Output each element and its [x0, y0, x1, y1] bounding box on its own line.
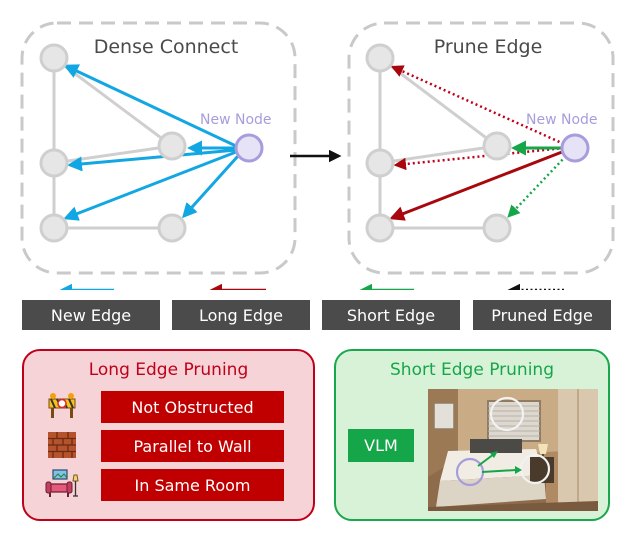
rule-parallel-to-wall: Parallel to Wall [101, 430, 284, 462]
legend-new-edge: New Edge [22, 300, 160, 330]
prune-nodes [365, 43, 512, 243]
legend-pruned-edge: Pruned Edge [473, 300, 611, 330]
graph-node [157, 131, 187, 161]
vlm-label: VLM [348, 429, 414, 462]
graph-node [39, 148, 69, 178]
new-node [560, 133, 590, 163]
dense-nodes [39, 43, 187, 243]
prune-edge-title: Prune Edge [433, 36, 543, 58]
rule-in-same-room: In Same Room [101, 469, 284, 501]
graph-node [482, 131, 512, 161]
dense-connect-frame [20, 21, 297, 275]
graph-node [482, 213, 512, 243]
living-room-icon [45, 469, 79, 497]
rule-not-obstructed: Not Obstructed [101, 391, 284, 423]
brick-wall-icon [48, 432, 76, 458]
graph-diagram [20, 21, 615, 290]
dense-existing-edges [52, 56, 173, 230]
short-edge-pruning-panel: Short Edge Pruning VLM [334, 349, 610, 521]
pruned-edges [390, 65, 567, 218]
new-edges [63, 64, 240, 221]
legend-long-edge: Long Edge [172, 300, 310, 330]
short-edge-pruning-title: Short Edge Pruning [390, 360, 554, 380]
legend-short-edge: Short Edge [322, 300, 460, 330]
graph-node [39, 213, 69, 243]
construction-barrier-icon [48, 393, 76, 418]
long-edge-pruning-title: Long Edge Pruning [88, 360, 249, 380]
graph-node [365, 43, 395, 73]
graph-node [365, 213, 395, 243]
bedroom-photo [428, 389, 598, 511]
graph-node [39, 43, 69, 73]
graph-node [365, 148, 395, 178]
new-node-label: New Node [200, 112, 272, 128]
new-node [234, 133, 264, 163]
new-node-label: New Node [526, 112, 598, 128]
dense-connect-title: Dense Connect [93, 36, 239, 58]
long-edge-pruning-panel: Long Edge Pruning Not Obstructed Paralle… [22, 349, 315, 521]
graph-node [157, 213, 187, 243]
kept-long-edge [389, 150, 563, 221]
prune-existing-edges [378, 56, 498, 230]
prune-edge-frame [347, 21, 615, 275]
